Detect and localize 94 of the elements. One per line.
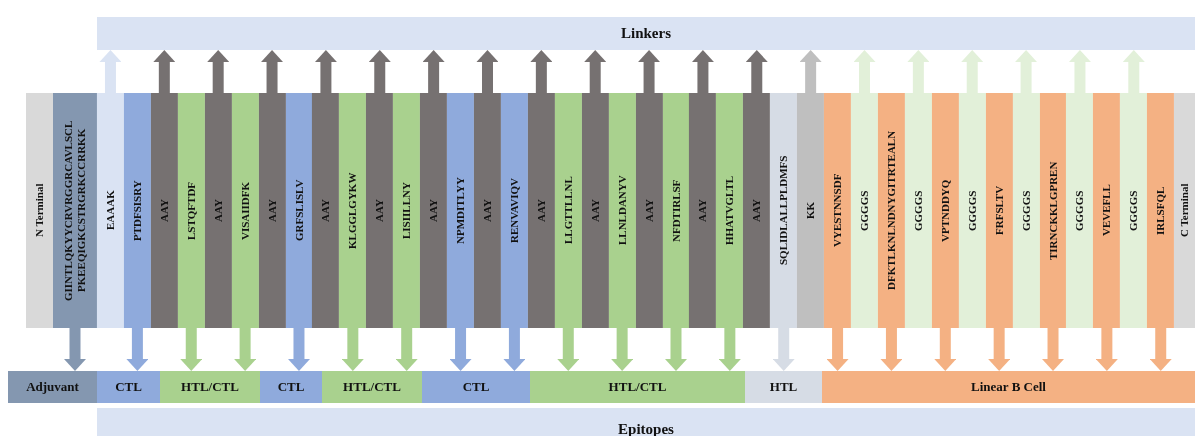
arrow — [261, 50, 284, 93]
sequence-segment: AAY — [204, 93, 232, 328]
sequence-segment: AAY — [474, 93, 501, 328]
arrow — [476, 50, 499, 93]
linker-band: Linkers — [97, 17, 1195, 50]
arrow — [126, 328, 149, 371]
sequence-segment: VISAIIDFK — [231, 93, 259, 328]
arrow — [772, 328, 795, 371]
sequence-segment: RENVAVIQV — [500, 93, 528, 328]
arrow — [422, 50, 445, 93]
sequence-segment: AAY — [312, 93, 340, 328]
sequence-segment: KLGGLGYKW — [339, 93, 367, 328]
sequence-segment: DFKTLKNLNDNYGITRTEALN — [877, 93, 905, 328]
sequence-segment: N Terminal — [26, 93, 53, 328]
arrow — [557, 328, 580, 371]
arrow — [691, 50, 714, 93]
arrow — [880, 328, 903, 371]
arrow — [1068, 50, 1091, 93]
arrow — [611, 328, 634, 371]
epitope-category-box: CTL — [97, 371, 160, 403]
arrow — [395, 328, 418, 371]
sequence-segment: HHATVGLTL — [716, 93, 744, 328]
sequence-segment: AAY — [527, 93, 555, 328]
arrow — [961, 50, 984, 93]
arrow — [907, 50, 930, 93]
epitope-category-box: HTL — [745, 371, 822, 403]
sequence-segment: AAY — [150, 93, 178, 328]
arrow — [853, 50, 876, 93]
sequence-segment: TIRNCKKLGPREN — [1039, 93, 1067, 328]
arrow — [718, 328, 741, 371]
epitope-category-box: Adjuvant — [8, 371, 97, 403]
sequence-segment: VPTNDDYQ — [931, 93, 959, 328]
sequence-segment: LLNLDANYV — [608, 93, 636, 328]
arrow — [826, 328, 849, 371]
sequence-segment: GIINTLQKYYCRVRGGRCAVLSCL PKEEQIGKCSTRGRKCCRRKK — [53, 93, 97, 328]
epitope-category-box: CTL — [260, 371, 322, 403]
sequence-segment: GGGGS — [1120, 93, 1148, 328]
sequence-segment: AAY — [743, 93, 771, 328]
sequence-segment: FRFSLTV — [985, 93, 1013, 328]
arrow — [368, 50, 391, 93]
arrow — [234, 328, 257, 371]
sequence-segment: PTDFSISRY — [123, 93, 151, 328]
arrow — [934, 328, 957, 371]
sequence-segment: LISIILLNY — [393, 93, 421, 328]
sequence-segment: GRFSLISLV — [285, 93, 313, 328]
arrow — [99, 50, 122, 93]
sequence-segment: AAY — [258, 93, 286, 328]
arrow — [207, 50, 230, 93]
sequence-segment: GGGGS — [1012, 93, 1040, 328]
arrow — [1149, 328, 1172, 371]
sequence-segment: VEVEFLL — [1093, 93, 1121, 328]
arrow — [449, 328, 472, 371]
arrow — [1015, 50, 1038, 93]
sequence-segment: AAY — [689, 93, 717, 328]
arrow — [64, 328, 86, 371]
arrow — [1122, 50, 1145, 93]
arrow — [665, 328, 687, 371]
sequence-segment: AAY — [420, 93, 448, 328]
arrow — [180, 328, 203, 371]
sequence-segment: GGGGS — [904, 93, 932, 328]
arrow — [745, 50, 768, 93]
sequence-segment: LSTQFTDF — [177, 93, 205, 328]
epitope-category-box: HTL/CTL — [530, 371, 745, 403]
sequence-segment: LLGTTLLNL — [554, 93, 582, 328]
sequence-segment: C Terminal — [1174, 93, 1195, 328]
arrow — [314, 50, 337, 93]
sequence-segment: GGGGS — [1066, 93, 1094, 328]
epitope-category-box: Linear B Cell — [822, 371, 1195, 403]
sequence-segment: SQLIDLALLPLDMFS — [770, 93, 798, 328]
arrow — [638, 50, 661, 93]
arrow — [287, 328, 310, 371]
epitope-category-box: HTL/CTL — [160, 371, 260, 403]
sequence-segment: GGGGS — [958, 93, 986, 328]
arrow — [530, 50, 553, 93]
arrow — [1042, 328, 1064, 371]
sequence-segment: IRLSFQL — [1147, 93, 1175, 328]
arrow — [988, 328, 1011, 371]
sequence-segment: EAAAK — [97, 93, 124, 328]
arrow — [584, 50, 607, 93]
epitope-category-box: CTL — [422, 371, 530, 403]
sequence-segment: GGGGS — [851, 93, 878, 328]
sequence-segment: AAY — [366, 93, 394, 328]
sequence-segment: KK — [797, 93, 825, 328]
sequence-segment: VYESTNNSDF — [824, 93, 852, 328]
arrow — [503, 328, 526, 371]
arrow — [153, 50, 176, 93]
sequence-segment: NPMDITLYY — [447, 93, 474, 328]
sequence-segment: AAY — [635, 93, 663, 328]
epitope-category-box: HTL/CTL — [322, 371, 422, 403]
arrow — [341, 328, 364, 371]
arrow — [799, 50, 822, 93]
sequence-segment: NFDTIRLSF — [662, 93, 690, 328]
arrow — [1095, 328, 1118, 371]
sequence-segment: AAY — [581, 93, 609, 328]
